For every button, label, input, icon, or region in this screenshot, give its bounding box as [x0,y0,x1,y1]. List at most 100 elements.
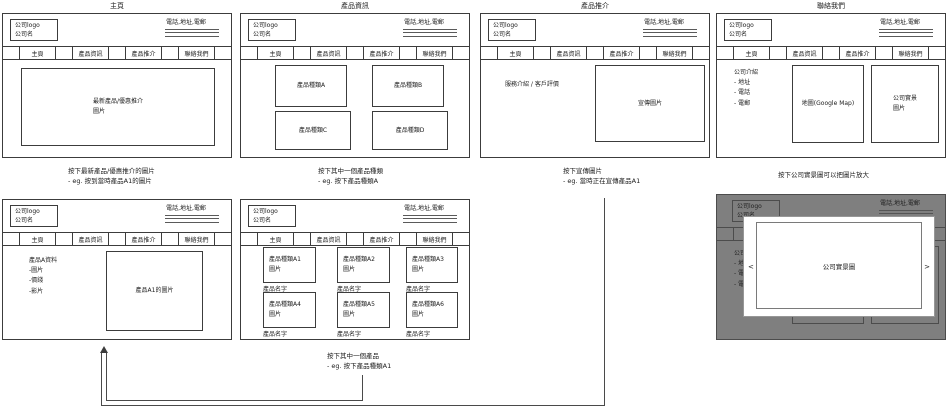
hero-image-placeholder: 最新產品/優惠推介 圖片 [21,68,215,146]
contact-info-block: 電話,地址,電郵 [149,17,223,37]
nav-bar: 主頁 產品資訊 產品推介 聯絡我們 [241,46,469,60]
nav-bar: 主頁 產品資訊 產品推介 聯絡我們 [241,232,469,246]
contact-info-lines [627,28,701,37]
product-item-box: 產品種類A2 圖片 [337,247,390,283]
connector-line [106,400,363,401]
product-name-label: 產品名字 [337,331,362,338]
nav-item-contact: 聯絡我們 [415,47,454,59]
product-item-box: 產品種類A3 圖片 [406,247,458,283]
contact-info-text: 電話,地址,電郵 [166,205,206,212]
company-logo-box: 公司logo 公司名 [488,19,536,41]
nav-item-promo: 產品推介 [124,233,163,245]
nav-item-promo: 產品推介 [602,47,641,59]
nav-bar: 主頁 產品資訊 產品推介 聯絡我們 [3,46,231,60]
company-logo-box: 公司logo 公司名 [10,19,58,41]
product-name-label: 產品名字 [337,286,362,293]
service-intro-text: 服務介紹 / 客戶評價 [505,81,559,88]
company-photo-placeholder: 公司實景 圖片 [871,65,939,143]
page-title-products: 產品資訊 [341,2,369,10]
wireframe-panel-home: 公司logo 公司名 電話,地址,電郵 主頁 產品資訊 產品推介 聯絡我們 最新… [2,13,232,158]
panel-content: 產品種類A 產品種類B 產品種類C 產品種類D [241,60,469,155]
wireframe-panel-product-detail: 公司logo 公司名 電話,地址,電郵 主頁 產品資訊 產品推介 聯絡我們 產品… [2,199,232,340]
nav-bar: 主頁 產品資訊 產品推介 聯絡我們 [3,232,231,246]
contact-info-block: 電話,地址,電郵 [863,17,937,37]
nav-item-promo: 產品推介 [362,233,401,245]
contact-info-text: 電話,地址,電郵 [880,200,920,207]
panel-content: 產品A資料 -圖片 -價錢 -影片 產品A1的圖片 [3,246,231,337]
connector-line [101,405,605,406]
contact-info-text: 電話,地址,電郵 [404,205,444,212]
category-c-box: 產品種類C [275,111,351,150]
connector-line [106,352,107,401]
connector-line [362,375,363,401]
contact-info-lines [863,28,937,37]
nav-item-home: 主頁 [256,233,295,245]
wireframe-panel-promo: 公司logo 公司名 電話,地址,電郵 主頁 產品資訊 產品推介 聯絡我們 服務… [480,13,710,158]
page-title-promo: 產品推介 [581,2,609,10]
company-intro-text: 公司介紹 - 地址 - 電話 - 電郵 [734,69,759,107]
contact-info-text: 電話,地址,電郵 [404,19,444,26]
product-name-label: 產品名字 [263,286,288,293]
contact-info-text: 電話,地址,電郵 [166,19,206,26]
category-d-box: 產品種類D [372,111,448,150]
nav-item-contact: 聯絡我們 [415,233,454,245]
lightbox-next-icon: > [924,262,930,271]
nav-item-contact: 聯絡我們 [177,47,216,59]
panel-header: 公司logo 公司名 電話,地址,電郵 [3,200,231,232]
nav-item-home: 主頁 [18,233,57,245]
wireframe-panel-lightbox: 公司logo 公司名 電話,地址,電郵 公司介紹 - 地址 - 電話 - 電郵 … [716,194,946,340]
nav-item-products: 產品資訊 [71,233,110,245]
panel-content: 最新產品/優惠推介 圖片 [3,60,231,155]
connector-line [101,352,102,406]
nav-item-products: 產品資訊 [785,47,824,59]
category-b-box: 產品種類B [372,65,444,107]
nav-item-home: 主頁 [732,47,771,59]
nav-item-home: 主頁 [18,47,57,59]
contact-info-block: 電話,地址,電郵 [387,203,461,223]
contact-info-lines [149,28,223,37]
nav-item-home: 主頁 [496,47,535,59]
annotation-click-product: 按下其中一個產品 - eg. 按下產品種類A1 [327,352,392,370]
annotation-click-banner: 按下宣傳圖片 - eg. 當時正在宣傳產品A1 [563,167,641,185]
annotation-click-category: 按下其中一個產品種類 - eg. 按下產品種類A [318,167,383,185]
product-item-box: 產品種類A5 圖片 [337,292,390,328]
contact-info-block: 電話,地址,電郵 [863,198,937,218]
nav-item-products: 產品資訊 [549,47,588,59]
nav-item-promo: 產品推介 [124,47,163,59]
contact-info-lines [387,28,461,37]
product-item-box: 產品種類A6 圖片 [406,292,458,328]
nav-item-contact: 聯絡我們 [655,47,694,59]
product-name-label: 產品名字 [263,331,288,338]
product-name-label: 產品名字 [406,331,431,338]
panel-header: 公司logo 公司名 電話,地址,電郵 [241,14,469,46]
contact-info-text: 電話,地址,電郵 [644,19,684,26]
page-title-contact: 聯絡我們 [817,2,845,10]
photo-lightbox: < 公司實景圖 > [743,216,935,317]
contact-info-text: 電話,地址,電郵 [880,19,920,26]
company-logo-box: 公司logo 公司名 [724,19,772,41]
nav-item-products: 產品資訊 [71,47,110,59]
panel-header: 公司logo 公司名 電話,地址,電郵 [3,14,231,46]
panel-content: 服務介紹 / 客戶評價 宣傳圖片 [481,60,709,155]
product-name-label: 產品名字 [406,286,431,293]
panel-content: 產品種類A1 圖片 產品種類A2 圖片 產品種類A3 圖片 產品種類A4 圖片 … [241,246,469,338]
contact-info-block: 電話,地址,電郵 [149,203,223,223]
lightbox-image-placeholder: 公司實景圖 [756,222,922,309]
product-a1-image-placeholder: 產品A1的圖片 [106,251,203,331]
nav-item-products: 產品資訊 [309,233,348,245]
nav-item-contact: 聯絡我們 [891,47,930,59]
nav-item-products: 產品資訊 [309,47,348,59]
wireframe-panel-contact: 公司logo 公司名 電話,地址,電郵 主頁 產品資訊 產品推介 聯絡我們 公司… [716,13,946,158]
page-title-home: 主頁 [110,2,124,10]
contact-info-block: 電話,地址,電郵 [387,17,461,37]
nav-bar: 主頁 產品資訊 產品推介 聯絡我們 [481,46,709,60]
annotation-click-photo-zoom: 按下公司實景圖可以把圖片放大 [778,171,869,179]
product-a-info-text: 產品A資料 -圖片 -價錢 -影片 [29,257,58,295]
arrowhead-up-icon [100,346,108,353]
contact-info-block: 電話,地址,電郵 [627,17,701,37]
nav-item-contact: 聯絡我們 [177,233,216,245]
nav-item-promo: 產品推介 [362,47,401,59]
panel-header: 公司logo 公司名 電話,地址,電郵 [481,14,709,46]
annotation-click-hero: 按下最新產品/優惠推介的圖片 - eg. 按到當時產品A1的圖片 [68,167,155,185]
panel-content: 公司介紹 - 地址 - 電話 - 電郵 地圖(Google Map) 公司實景 … [717,60,945,155]
